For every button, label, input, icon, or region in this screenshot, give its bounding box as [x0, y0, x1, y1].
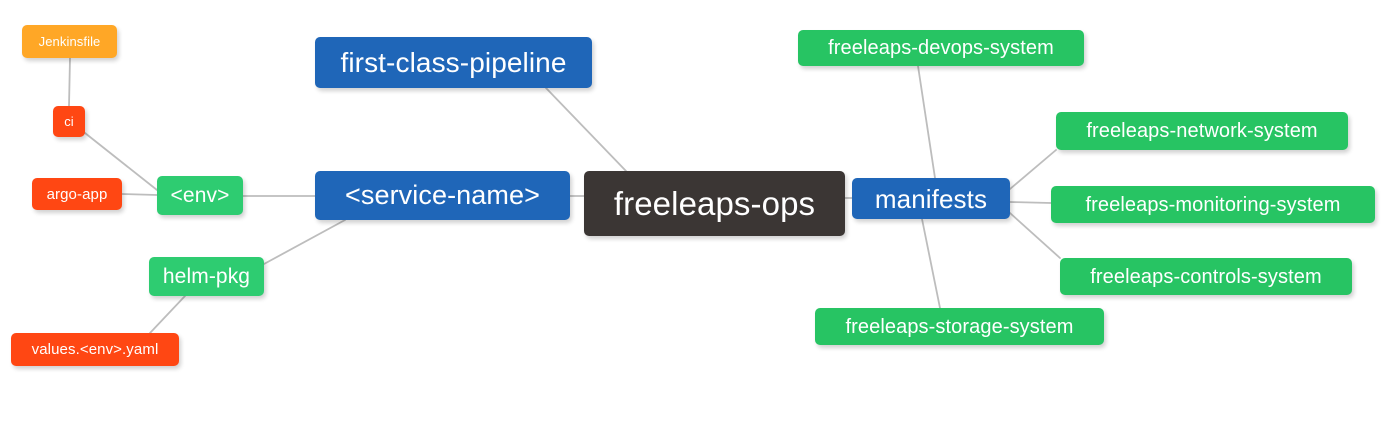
node-freeleaps-storage-system[interactable]: freeleaps-storage-system — [815, 308, 1104, 345]
edge-freeleaps-storage-system-to-manifests — [921, 218, 941, 309]
node-argo-app[interactable]: argo-app — [32, 178, 122, 210]
node-values-env-yaml[interactable]: values.<env>.yaml — [11, 333, 179, 366]
node-freeleaps-monitoring-system[interactable]: freeleaps-monitoring-system — [1051, 186, 1375, 223]
edge-freeleaps-devops-system-to-manifests — [917, 65, 936, 179]
node-freeleaps-network-system[interactable]: freeleaps-network-system — [1056, 112, 1348, 150]
edge-values-env-yaml-to-helm-pkg — [149, 295, 186, 334]
edge-first-class-pipeline-to-freeleaps-ops — [545, 87, 627, 172]
node-helm-pkg[interactable]: helm-pkg — [149, 257, 264, 296]
edge-argo-app-to-env — [121, 193, 158, 196]
edge-freeleaps-monitoring-system-to-manifests — [1009, 201, 1052, 204]
edge-freeleaps-controls-system-to-manifests — [1009, 212, 1061, 259]
node-freeleaps-devops-system[interactable]: freeleaps-devops-system — [798, 30, 1084, 66]
edge-freeleaps-network-system-to-manifests — [1009, 149, 1057, 190]
node-freeleaps-ops[interactable]: freeleaps-ops — [584, 171, 845, 236]
node-freeleaps-controls-system[interactable]: freeleaps-controls-system — [1060, 258, 1352, 295]
node-manifests[interactable]: manifests — [852, 178, 1010, 219]
node-env[interactable]: <env> — [157, 176, 243, 215]
edge-helm-pkg-to-service-name — [263, 219, 346, 265]
node-jenkinsfile[interactable]: Jenkinsfile — [22, 25, 117, 58]
node-service-name[interactable]: <service-name> — [315, 171, 570, 220]
edge-ci-to-env — [84, 132, 158, 191]
node-ci[interactable]: ci — [53, 106, 85, 137]
edge-jenkinsfile-to-ci — [68, 57, 71, 107]
node-first-class-pipeline[interactable]: first-class-pipeline — [315, 37, 592, 88]
